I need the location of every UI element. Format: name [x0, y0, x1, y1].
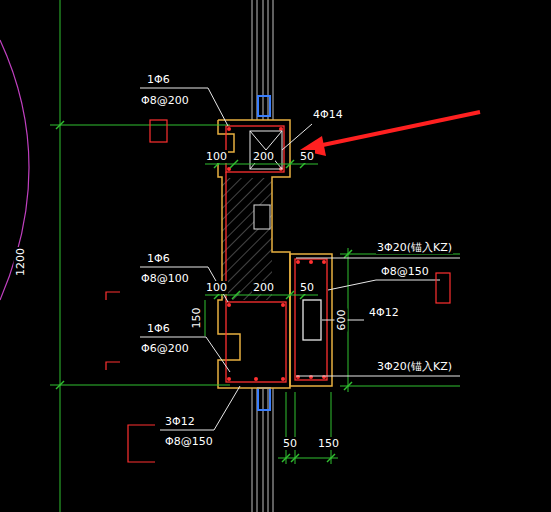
- dimension-label: 200: [252, 281, 275, 294]
- dimension-label: 4Φ14: [312, 108, 344, 121]
- dimension-label: 200: [252, 150, 275, 163]
- dimension-label: Φ8@150: [164, 435, 214, 448]
- dimension-label: 3Φ20(锚入KZ): [376, 360, 453, 373]
- dimension-label: 4Φ12: [368, 306, 400, 319]
- red-brackets: [106, 120, 450, 462]
- dimension-label: 100: [205, 150, 228, 163]
- dimension-label: 3Φ20(锚入KZ): [376, 241, 453, 254]
- dimension-label: 1200: [14, 247, 27, 277]
- arc-line: [0, 40, 29, 300]
- dimension-label: Φ8@150: [380, 265, 430, 278]
- dimension-label: 600: [335, 309, 348, 332]
- dimension-label: 150: [190, 307, 203, 330]
- dimension-label: Φ8@100: [140, 272, 190, 285]
- wall-opening: [254, 205, 270, 229]
- dimension-label: Φ8@200: [140, 94, 190, 107]
- dimension-label: 150: [317, 437, 340, 450]
- dimension-lines: [50, 0, 460, 512]
- dimension-label: 50: [299, 281, 315, 294]
- dimension-label: 1Φ6: [146, 322, 171, 335]
- dimension-label: 1Φ6: [146, 252, 171, 265]
- leader-lines: [140, 88, 460, 430]
- cross-mark: [250, 131, 282, 169]
- dimension-label: 3Φ12: [164, 415, 196, 428]
- dimension-ticks: [56, 121, 352, 462]
- dimension-label: 1Φ6: [146, 73, 171, 86]
- dimension-label: 50: [299, 150, 315, 163]
- rebar-dots: [227, 127, 326, 381]
- dimension-label: 50: [282, 437, 298, 450]
- dimension-label: 100: [205, 281, 228, 294]
- section-outline: [218, 120, 332, 388]
- dimension-label: Φ6@200: [140, 342, 190, 355]
